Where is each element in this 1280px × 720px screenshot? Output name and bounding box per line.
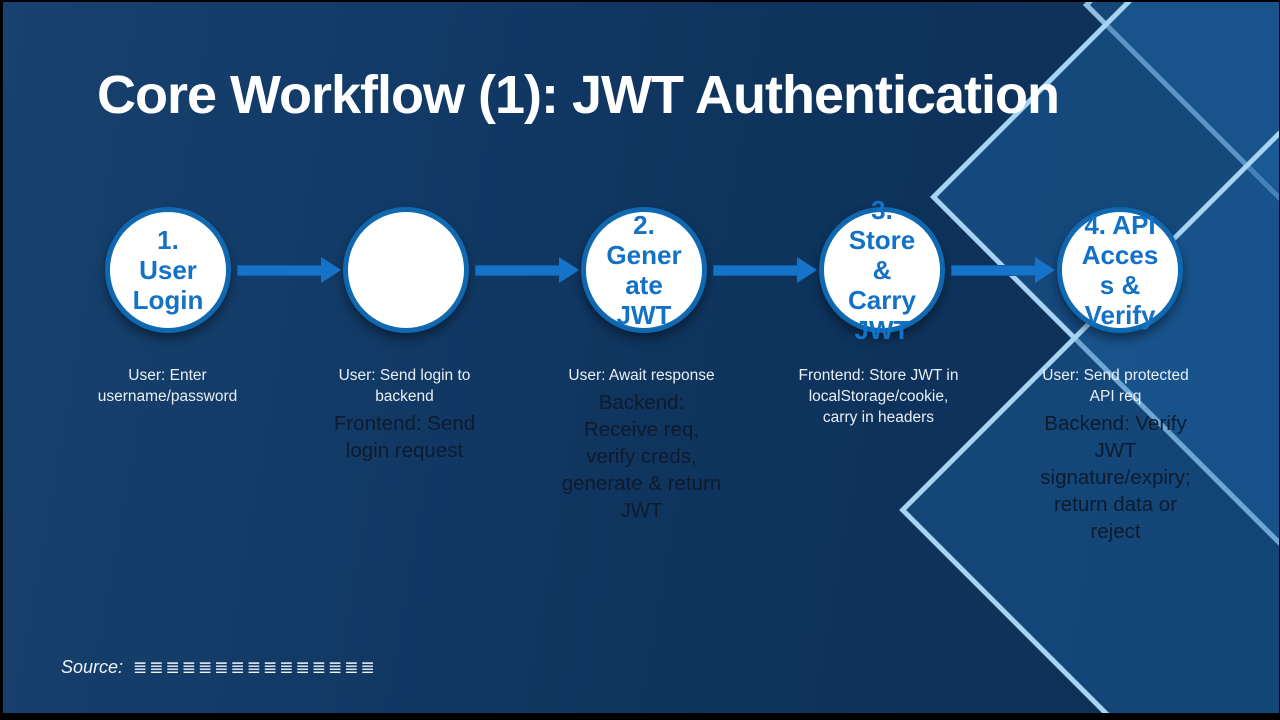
workflow-row: 1. User Login 2. Gener ate JWT 3. Sto — [105, 195, 1183, 345]
step-3-label: 2. Gener ate JWT — [606, 209, 682, 331]
step-note-1: User: Enter username/password — [49, 366, 286, 545]
flow-arrow-icon-4 — [945, 207, 1057, 333]
arrow-head — [797, 257, 817, 283]
step-4-label: 3. Store & Carry JWT — [848, 194, 916, 346]
source-attribution: Source: ≣≣≣≣≣≣≣≣≣≣≣≣≣≣≣ — [61, 657, 377, 678]
step-note-2: User: Send login to backend Frontend: Se… — [286, 366, 523, 545]
step-2-note-dark: Frontend: Send login request — [333, 411, 476, 462]
step-3-note-dark: Backend: Receive req, verify creds, gene… — [561, 390, 722, 523]
source-redacted-text: ≣≣≣≣≣≣≣≣≣≣≣≣≣≣≣ — [133, 658, 377, 678]
flow-arrow-icon-3 — [707, 207, 819, 333]
arrow-shaft — [951, 265, 1039, 276]
arrow-shaft — [713, 265, 801, 276]
workflow-step-circle-3: 2. Gener ate JWT — [581, 207, 707, 333]
step-notes-row: User: Enter username/password User: Send… — [49, 366, 1234, 545]
workflow-step-circle-4: 3. Store & Carry JWT — [819, 195, 945, 345]
step-note-4: Frontend: Store JWT in localStorage/cook… — [760, 366, 997, 545]
flow-arrow-icon-2 — [469, 207, 581, 333]
workflow-step-circle-5: 4. API Acces s & Verify — [1057, 207, 1183, 333]
workflow-step-circle-1: 1. User Login — [105, 207, 231, 333]
arrow-head — [1035, 257, 1055, 283]
step-5-label: 4. API Acces s & Verify — [1081, 209, 1159, 331]
arrow-shaft — [475, 265, 563, 276]
arrow-head — [559, 257, 579, 283]
step-note-5: User: Send protected API req Backend: Ve… — [997, 366, 1234, 545]
step-5-note-dark: Backend: Verify JWT signature/expiry; re… — [1040, 411, 1191, 544]
arrow-head — [321, 257, 341, 283]
step-note-3: User: Await response Backend: Receive re… — [523, 366, 760, 545]
step-4-note-light: Frontend: Store JWT in localStorage/cook… — [798, 367, 959, 426]
step-1-label: 1. User Login — [132, 224, 204, 316]
step-3-note-light: User: Await response — [568, 367, 715, 384]
step-2-note-light: User: Send login to backend — [338, 367, 471, 405]
flow-arrow-icon-1 — [231, 207, 343, 333]
step-1-note-light: User: Enter username/password — [97, 367, 238, 405]
step-5-note-light: User: Send protected API req — [1042, 367, 1189, 405]
workflow-step-circle-2 — [343, 207, 469, 333]
arrow-shaft — [237, 265, 325, 276]
slide-title: Core Workflow (1): JWT Authentication — [97, 65, 1060, 125]
source-label: Source: — [61, 657, 124, 677]
presentation-slide: Core Workflow (1): JWT Authentication 1.… — [3, 2, 1279, 713]
